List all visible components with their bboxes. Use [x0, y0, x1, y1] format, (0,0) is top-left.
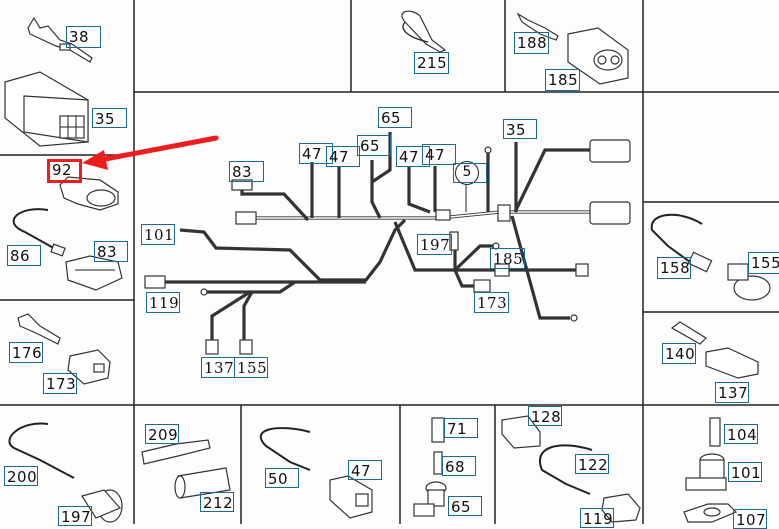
- part-lead-158: [650, 213, 713, 273]
- callout-185-harness[interactable]: 185: [490, 248, 525, 269]
- callout-119-small[interactable]: 119: [580, 508, 614, 528]
- part-lead-50: [259, 427, 311, 471]
- part-107: [683, 503, 738, 523]
- callout-200[interactable]: 200: [4, 466, 38, 486]
- callout-128[interactable]: 128: [528, 406, 562, 426]
- part-connector-173: [67, 349, 111, 385]
- callout-215[interactable]: 215: [414, 52, 449, 74]
- callout-173-harness[interactable]: 173: [474, 292, 509, 313]
- part-lead-122: [539, 444, 593, 495]
- part-terminal-38: [27, 16, 93, 63]
- part-sleeve-212: [174, 467, 231, 499]
- callout-71[interactable]: 71: [444, 418, 478, 438]
- main-wiring-harness: [144, 132, 631, 355]
- part-92: [59, 176, 119, 211]
- highlight-arrow: [82, 135, 219, 170]
- callout-50[interactable]: 50: [265, 468, 299, 488]
- part-terminal-176: [17, 313, 61, 345]
- part-grommet-65: [413, 481, 447, 517]
- callout-65-harness-a[interactable]: 65: [378, 107, 412, 128]
- part-connector-155-small: [727, 263, 771, 301]
- part-sleeve-197: [81, 489, 123, 523]
- callout-38[interactable]: 38: [66, 26, 101, 48]
- part-pin-68: [433, 451, 443, 475]
- callout-197-harness[interactable]: 197: [417, 234, 452, 255]
- callout-47-harness-b[interactable]: 47: [326, 146, 360, 167]
- callout-47-harness-d[interactable]: 47: [422, 144, 456, 165]
- part-grommet-101: [685, 453, 727, 491]
- part-cable-tie-215: [401, 10, 447, 53]
- callout-83-harness[interactable]: 83: [229, 161, 264, 182]
- callout-68[interactable]: 68: [442, 456, 476, 476]
- callout-155-harness[interactable]: 155: [234, 357, 268, 378]
- part-connector-185: [567, 27, 629, 85]
- callout-122[interactable]: 122: [575, 454, 609, 474]
- callout-65-harness-b[interactable]: 65: [357, 135, 391, 156]
- callout-155-small[interactable]: 155: [748, 252, 779, 274]
- callout-47-harness-c[interactable]: 47: [396, 146, 430, 167]
- callout-92-highlighted[interactable]: 92: [47, 159, 82, 183]
- callout-107[interactable]: 107: [733, 509, 767, 529]
- part-pin-209: [141, 439, 211, 465]
- part-connector-35: [4, 71, 89, 147]
- callout-101-harness[interactable]: 101: [141, 224, 175, 245]
- part-connector-47-small: [329, 475, 373, 519]
- callout-104[interactable]: 104: [724, 424, 758, 444]
- part-connector-119-small: [601, 493, 641, 523]
- callout-35[interactable]: 35: [92, 108, 127, 128]
- part-connector-83-small: [65, 255, 123, 291]
- callout-101-small[interactable]: 101: [728, 462, 762, 482]
- callout-209[interactable]: 209: [145, 424, 179, 444]
- part-clip-71: [431, 417, 445, 443]
- callout-119-harness[interactable]: 119: [146, 292, 180, 313]
- callout-140[interactable]: 140: [662, 343, 696, 364]
- part-connector-137-small: [705, 347, 759, 379]
- callout-65-small[interactable]: 65: [448, 496, 482, 516]
- part-lead-86: [12, 208, 66, 257]
- callout-173-small[interactable]: 173: [43, 373, 77, 394]
- part-pin-140: [670, 321, 707, 345]
- part-pin-104: [709, 417, 721, 447]
- callout-137-small[interactable]: 137: [715, 382, 749, 403]
- callout-137-harness[interactable]: 137: [201, 357, 235, 378]
- callout-176[interactable]: 176: [9, 342, 43, 363]
- callout-35-harness[interactable]: 35: [503, 119, 537, 139]
- callout-47-small[interactable]: 47: [348, 460, 382, 480]
- callout-197-small[interactable]: 197: [58, 506, 92, 526]
- callout-158[interactable]: 158: [657, 257, 691, 279]
- callout-188[interactable]: 188: [514, 32, 549, 54]
- callout-83-small[interactable]: 83: [94, 241, 128, 262]
- part-lead-200: [8, 422, 75, 479]
- callout-47-harness-a[interactable]: 47: [299, 143, 333, 164]
- callout-185-top[interactable]: 185: [545, 69, 580, 91]
- callout-212[interactable]: 212: [200, 492, 234, 512]
- callout-86[interactable]: 86: [7, 245, 41, 266]
- callout-5-frame: [453, 163, 487, 183]
- circle-callout-5[interactable]: 5: [455, 161, 479, 185]
